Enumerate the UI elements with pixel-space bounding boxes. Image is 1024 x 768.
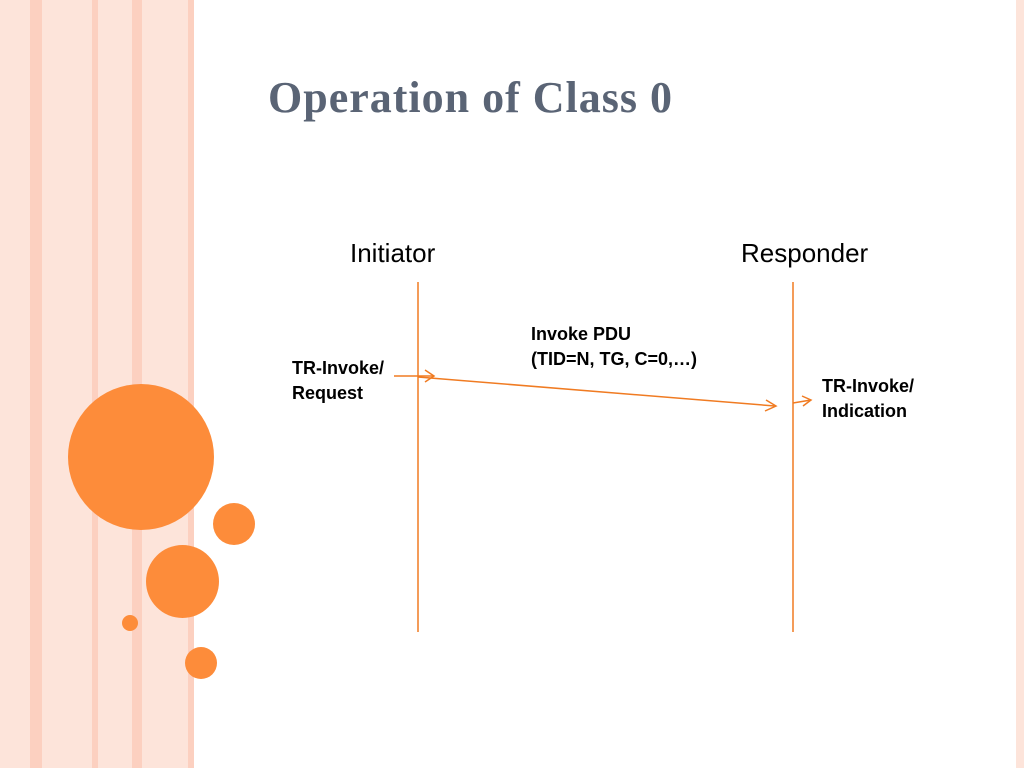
invoke-pdu-label-line2: (TID=N, TG, C=0,…) (531, 349, 698, 369)
right-border-stripe (1016, 0, 1024, 768)
indication-label-line2: Indication (822, 401, 907, 421)
indication-arrow (792, 399, 812, 404)
request-label-line1: TR-Invoke/ (292, 358, 385, 378)
responder-label: Responder (741, 238, 869, 268)
decorative-circle (213, 503, 255, 545)
request-label-line2: Request (292, 383, 364, 403)
stripe (42, 0, 92, 768)
tr-invoke-indication-label: TR-Invoke/ Indication (822, 374, 914, 424)
stripe (92, 0, 98, 768)
slide-title: Operation of Class 0 (268, 73, 673, 122)
decorative-circle (146, 545, 219, 618)
stripe (188, 0, 194, 768)
tr-invoke-request-label: TR-Invoke/ Request (292, 356, 384, 406)
indication-arrow-head (801, 395, 813, 407)
stripe (0, 0, 30, 768)
indication-label-line1: TR-Invoke/ (822, 376, 915, 396)
decorative-circle-small (122, 615, 138, 631)
invoke-pdu-arrow-head (764, 399, 778, 412)
initiator-label: Initiator (350, 238, 436, 268)
request-arrow-head (424, 369, 436, 383)
decorative-circle (185, 647, 217, 679)
invoke-pdu-label: Invoke PDU (TID=N, TG, C=0,…) (531, 322, 697, 372)
invoke-pdu-label-line1: Invoke PDU (531, 324, 632, 344)
stripe (98, 0, 132, 768)
invoke-pdu-arrow (417, 376, 776, 407)
decorative-circle-large (68, 384, 214, 530)
stripe (30, 0, 42, 768)
